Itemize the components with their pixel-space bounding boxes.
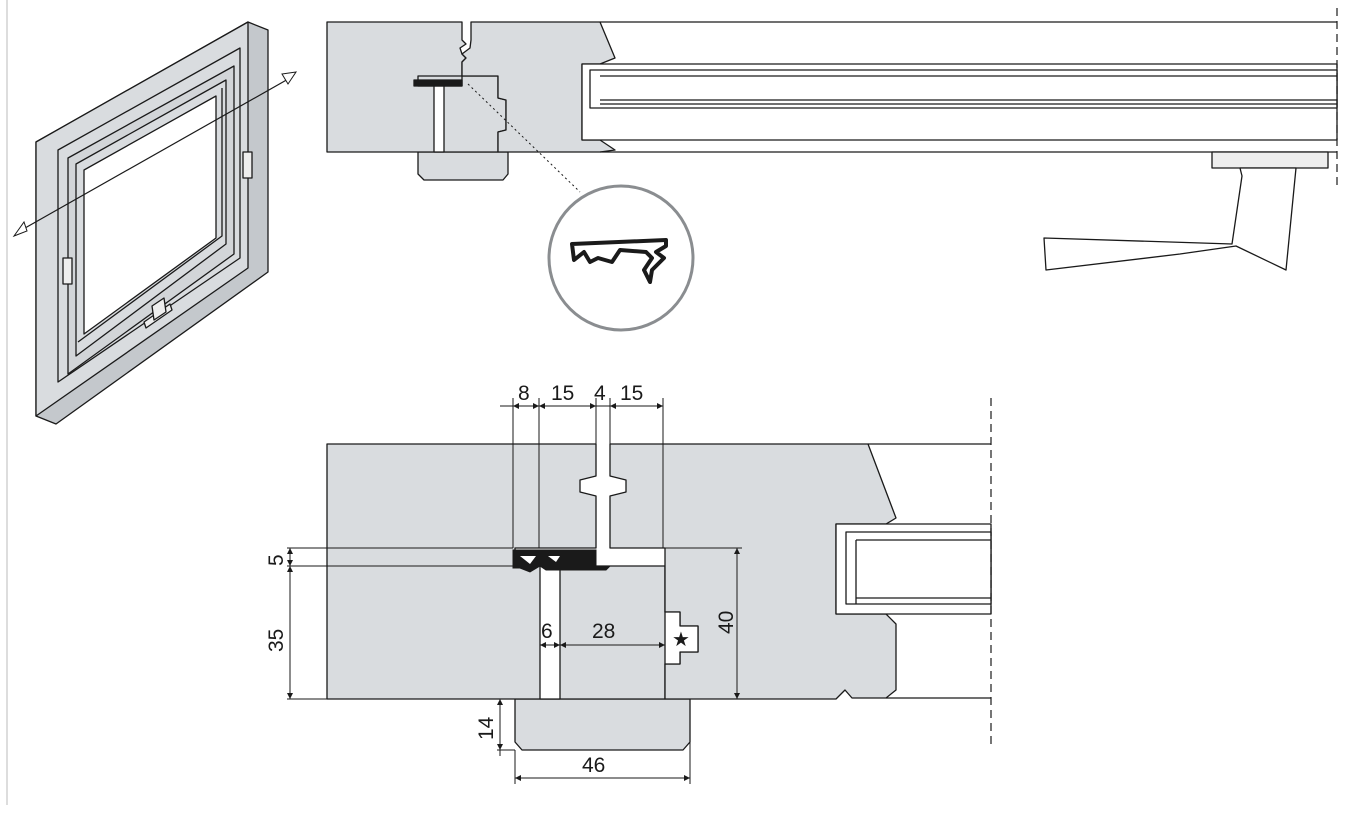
section-arrow-right xyxy=(281,71,298,85)
large-seal xyxy=(512,549,612,573)
hinge-right xyxy=(242,151,253,179)
section-line xyxy=(17,77,291,233)
dim-rebate-width: 28 xyxy=(592,620,615,643)
hardware-star: ★ xyxy=(672,629,690,651)
hinge-left xyxy=(62,257,73,285)
top-section xyxy=(326,21,1338,271)
dim-handle-width: 46 xyxy=(582,754,605,777)
dim-handle-offset: 14 xyxy=(475,716,498,740)
large-section xyxy=(326,443,992,751)
isometric-window xyxy=(35,21,269,425)
magnifier-leader xyxy=(467,83,581,193)
dim-top-d: 15 xyxy=(620,382,643,405)
glass-pane xyxy=(83,95,217,335)
top-gap xyxy=(433,85,445,153)
dim-sash-height: 35 xyxy=(265,629,288,652)
magnifier-circle-icon xyxy=(547,184,695,332)
large-glass-inner xyxy=(845,531,992,605)
magnified-seal xyxy=(570,238,668,284)
iso-handle-base xyxy=(151,297,167,321)
large-seal-inner xyxy=(520,556,560,564)
glass-bead xyxy=(77,88,223,343)
dim-top-a: 8 xyxy=(518,382,530,405)
dim-top-b: 15 xyxy=(551,382,574,405)
top-seal xyxy=(413,79,463,87)
top-handle-strip xyxy=(417,151,509,181)
large-handle-strip xyxy=(514,698,691,751)
dimension-lines xyxy=(287,398,742,784)
top-handle-lever xyxy=(1043,167,1297,271)
section-arrow-left xyxy=(12,220,28,238)
hardware-box xyxy=(664,611,699,665)
dim-frame-height: 40 xyxy=(715,611,738,634)
dim-seal-height: 5 xyxy=(265,554,288,566)
dimension-arrows xyxy=(287,403,740,781)
top-handle-plate xyxy=(1211,151,1329,169)
dim-gap-width: 6 xyxy=(541,620,553,643)
dim-top-c: 4 xyxy=(594,382,606,405)
